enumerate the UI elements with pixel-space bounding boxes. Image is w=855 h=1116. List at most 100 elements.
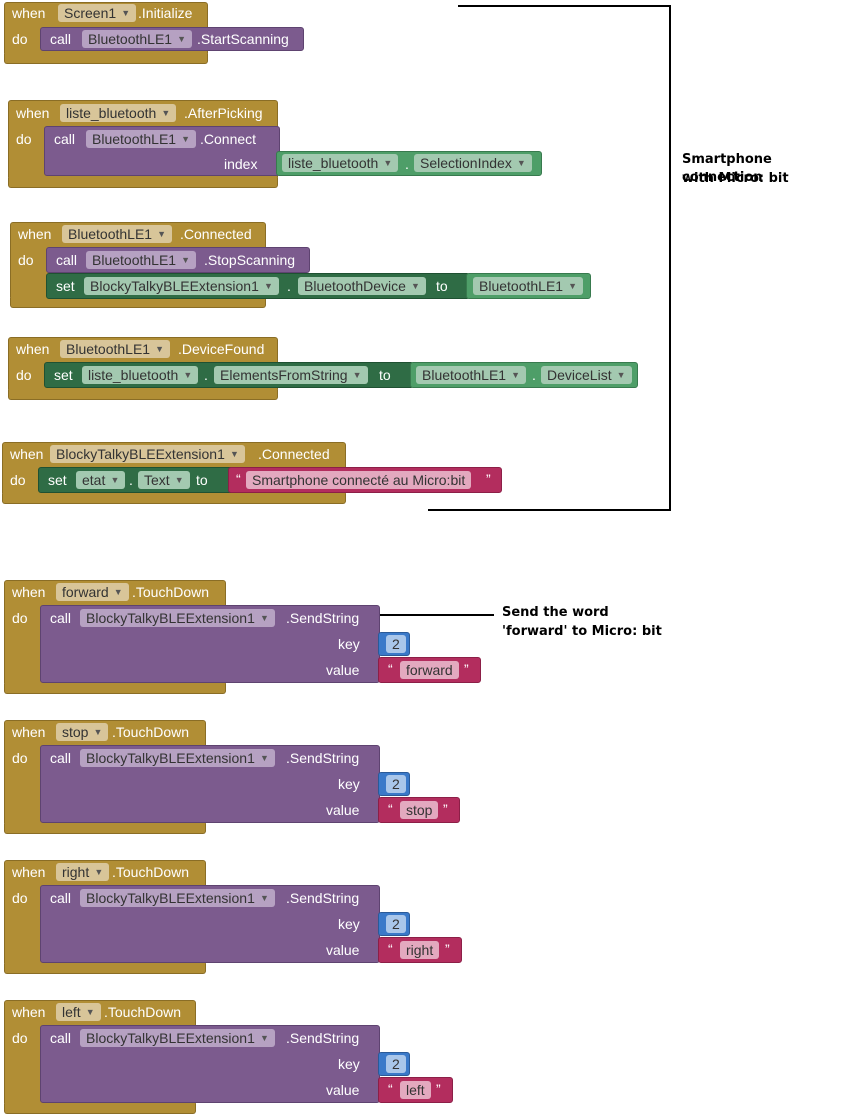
component-dropdown[interactable]: right▼ xyxy=(56,863,110,881)
dropdown-arrow-icon: ▼ xyxy=(157,229,167,239)
method-name: .SendString xyxy=(286,1030,360,1046)
text-field[interactable]: forward xyxy=(400,661,459,679)
event-name: .TouchDown xyxy=(112,864,190,880)
dropdown-arrow-icon: ▼ xyxy=(383,158,393,168)
dropdown-arrow-icon: ▼ xyxy=(94,867,104,877)
set-property-dropdown[interactable]: ElementsFromString▼ xyxy=(214,366,368,384)
to-label: to xyxy=(379,367,391,383)
when-label: when xyxy=(18,226,52,242)
dropdown-arrow-icon: ▼ xyxy=(113,587,123,597)
component-dropdown[interactable]: BluetoothLE1▼ xyxy=(62,225,173,243)
key-label: key xyxy=(338,776,360,792)
value-label: value xyxy=(326,802,360,818)
call-component-dropdown[interactable]: BlockyTalkyBLEExtension1▼ xyxy=(80,749,275,767)
call-label: call xyxy=(50,750,72,766)
call-component-dropdown[interactable]: BlockyTalkyBLEExtension1▼ xyxy=(80,1029,275,1047)
call-component-dropdown[interactable]: BlockyTalkyBLEExtension1▼ xyxy=(80,889,275,907)
event-block-tail xyxy=(4,824,206,834)
call-component-dropdown[interactable]: BlockyTalkyBLEExtension1▼ xyxy=(80,609,275,627)
key-label: key xyxy=(338,1056,360,1072)
when-label: when xyxy=(12,584,46,600)
number-field[interactable]: 2 xyxy=(386,915,406,933)
dropdown-arrow-icon: ▼ xyxy=(183,370,193,380)
set-component-dropdown[interactable]: liste_bluetooth▼ xyxy=(82,366,199,384)
do-label: do xyxy=(12,610,28,626)
component-dropdown[interactable]: BluetoothLE1▼ xyxy=(60,340,171,358)
method-name: .StartScanning xyxy=(197,31,289,47)
call-label: call xyxy=(56,252,78,268)
event-block-tail xyxy=(8,390,278,400)
close-quote: ” xyxy=(436,1081,441,1097)
call-label: call xyxy=(54,131,76,147)
call-label: call xyxy=(50,890,72,906)
event-block-tail xyxy=(4,964,206,974)
component-dropdown[interactable]: left▼ xyxy=(56,1003,101,1021)
getter-property-dropdown[interactable]: SelectionIndex▼ xyxy=(414,154,532,172)
event-block-tail xyxy=(4,1104,196,1114)
text-field[interactable]: stop xyxy=(400,801,439,819)
method-name: .Connect xyxy=(200,131,257,147)
when-label: when xyxy=(12,1004,46,1020)
set-component-dropdown[interactable]: etat▼ xyxy=(76,471,126,489)
do-label: do xyxy=(10,472,26,488)
set-component-dropdown[interactable]: BlockyTalkyBLEExtension1▼ xyxy=(84,277,279,295)
close-quote: ” xyxy=(464,661,469,677)
close-quote: ” xyxy=(443,801,448,817)
component-dropdown[interactable]: BlockyTalkyBLEExtension1▼ xyxy=(50,445,245,463)
dropdown-arrow-icon: ▼ xyxy=(352,370,362,380)
dropdown-arrow-icon: ▼ xyxy=(259,893,269,903)
event-block-tail xyxy=(8,178,278,188)
call-component-dropdown[interactable]: BluetoothLE1▼ xyxy=(86,251,197,269)
text-field[interactable]: left xyxy=(400,1081,431,1099)
close-quote: ” xyxy=(486,471,491,487)
open-quote: “ xyxy=(236,471,241,487)
annotation-send-1: Send the word xyxy=(502,605,609,620)
when-label: when xyxy=(10,446,44,462)
dropdown-arrow-icon: ▼ xyxy=(181,134,191,144)
getter-component-dropdown[interactable]: liste_bluetooth▼ xyxy=(282,154,399,172)
number-field[interactable]: 2 xyxy=(386,775,406,793)
dropdown-arrow-icon: ▼ xyxy=(259,753,269,763)
event-block-tail xyxy=(10,298,266,308)
number-field[interactable]: 2 xyxy=(386,1055,406,1073)
dropdown-arrow-icon: ▼ xyxy=(155,344,165,354)
bracket-bottom-line xyxy=(428,509,671,511)
call-component-dropdown[interactable]: BluetoothLE1▼ xyxy=(86,130,197,148)
to-label: to xyxy=(196,472,208,488)
event-block-tail xyxy=(4,54,208,64)
set-label: set xyxy=(54,367,73,383)
event-name: .TouchDown xyxy=(104,1004,182,1020)
getter-property-dropdown[interactable]: DeviceList▼ xyxy=(541,366,632,384)
event-name: .Connected xyxy=(258,446,330,462)
component-dropdown[interactable]: Screen1▼ xyxy=(58,4,137,22)
event-name: .Initialize xyxy=(138,5,193,21)
do-label: do xyxy=(18,252,34,268)
component-dropdown[interactable]: forward▼ xyxy=(56,583,129,601)
set-property-dropdown[interactable]: Text▼ xyxy=(138,471,190,489)
dropdown-arrow-icon: ▼ xyxy=(411,281,420,291)
method-name: .SendString xyxy=(286,610,360,626)
call-component-dropdown[interactable]: BluetoothLE1▼ xyxy=(82,30,193,48)
getter-component-dropdown[interactable]: BluetoothLE1▼ xyxy=(473,277,584,295)
set-block-etat-text[interactable] xyxy=(38,467,234,493)
open-quote: “ xyxy=(388,941,393,957)
getter-component-dropdown[interactable]: BluetoothLE1▼ xyxy=(416,366,527,384)
dropdown-arrow-icon: ▼ xyxy=(568,281,578,291)
set-property-dropdown[interactable]: BluetoothDevice▼ xyxy=(298,277,426,295)
key-label: key xyxy=(338,636,360,652)
do-label: do xyxy=(12,890,28,906)
to-label: to xyxy=(436,278,448,294)
open-quote: “ xyxy=(388,661,393,677)
dropdown-arrow-icon: ▼ xyxy=(229,449,239,459)
annotation-send-2: 'forward' to Micro: bit xyxy=(502,624,662,639)
event-block-tail xyxy=(4,684,226,694)
call-label: call xyxy=(50,1030,72,1046)
dropdown-arrow-icon: ▼ xyxy=(181,255,191,265)
number-field[interactable]: 2 xyxy=(386,635,406,653)
text-field[interactable]: Smartphone connecté au Micro:bit xyxy=(246,471,472,489)
component-dropdown[interactable]: stop▼ xyxy=(56,723,109,741)
event-block-tail xyxy=(2,494,346,504)
text-field[interactable]: right xyxy=(400,941,440,959)
dropdown-arrow-icon: ▼ xyxy=(121,8,131,18)
component-dropdown[interactable]: liste_bluetooth▼ xyxy=(60,104,177,122)
